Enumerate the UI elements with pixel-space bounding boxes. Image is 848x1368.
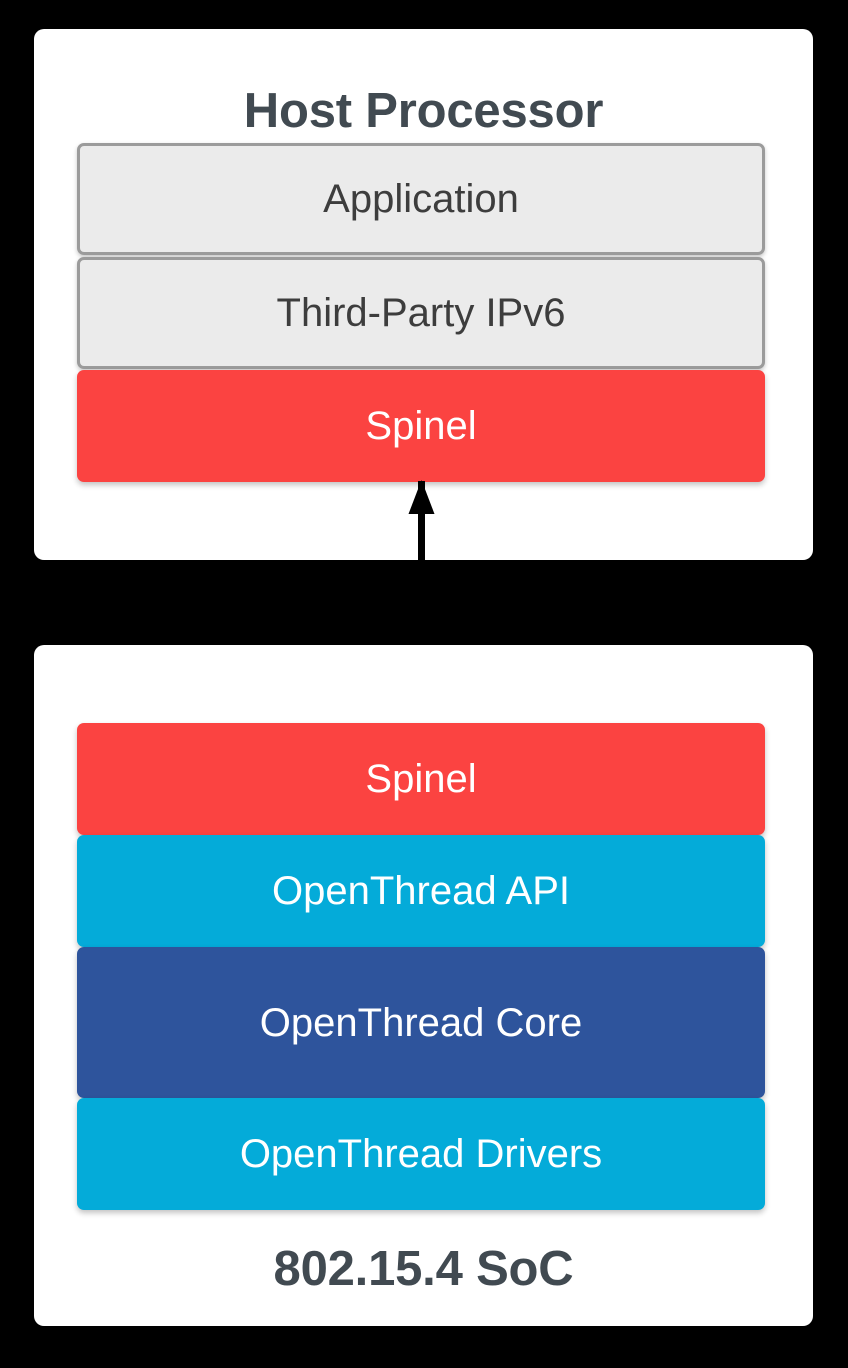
layer-third-party-ipv6[interactable]: Third-Party IPv6 xyxy=(77,257,765,369)
arrow-head-up-icon xyxy=(408,480,435,514)
host-layer-stack: Application Third-Party IPv6 Spinel xyxy=(77,143,765,482)
layer-application[interactable]: Application xyxy=(77,143,765,255)
host-processor-panel: Host Processor Application Third-Party I… xyxy=(34,29,813,560)
host-processor-title: Host Processor xyxy=(243,84,604,138)
layer-openthread-drivers[interactable]: OpenThread Drivers xyxy=(77,1098,765,1210)
soc-layer-stack: Spinel OpenThread API OpenThread Core Op… xyxy=(77,723,765,1210)
soc-title: 802.15.4 SoC xyxy=(273,1242,574,1296)
layer-host-spinel-label: Spinel xyxy=(365,404,477,448)
layer-application-label: Application xyxy=(323,177,519,221)
layer-openthread-core-label: OpenThread Core xyxy=(259,1000,583,1045)
layer-soc-spinel-label: Spinel xyxy=(365,757,477,801)
soc-panel: Spinel OpenThread API OpenThread Core Op… xyxy=(34,645,813,1326)
arrow-shaft xyxy=(418,481,425,725)
layer-soc-spinel[interactable]: Spinel xyxy=(77,723,765,835)
layer-openthread-api[interactable]: OpenThread API xyxy=(77,835,765,947)
layer-openthread-core[interactable]: OpenThread Core xyxy=(77,947,765,1098)
layer-openthread-api-label: OpenThread API xyxy=(272,869,570,913)
layer-host-spinel[interactable]: Spinel xyxy=(77,370,765,482)
layer-third-party-ipv6-label: Third-Party IPv6 xyxy=(276,291,566,335)
layer-openthread-drivers-label: OpenThread Drivers xyxy=(239,1132,603,1176)
